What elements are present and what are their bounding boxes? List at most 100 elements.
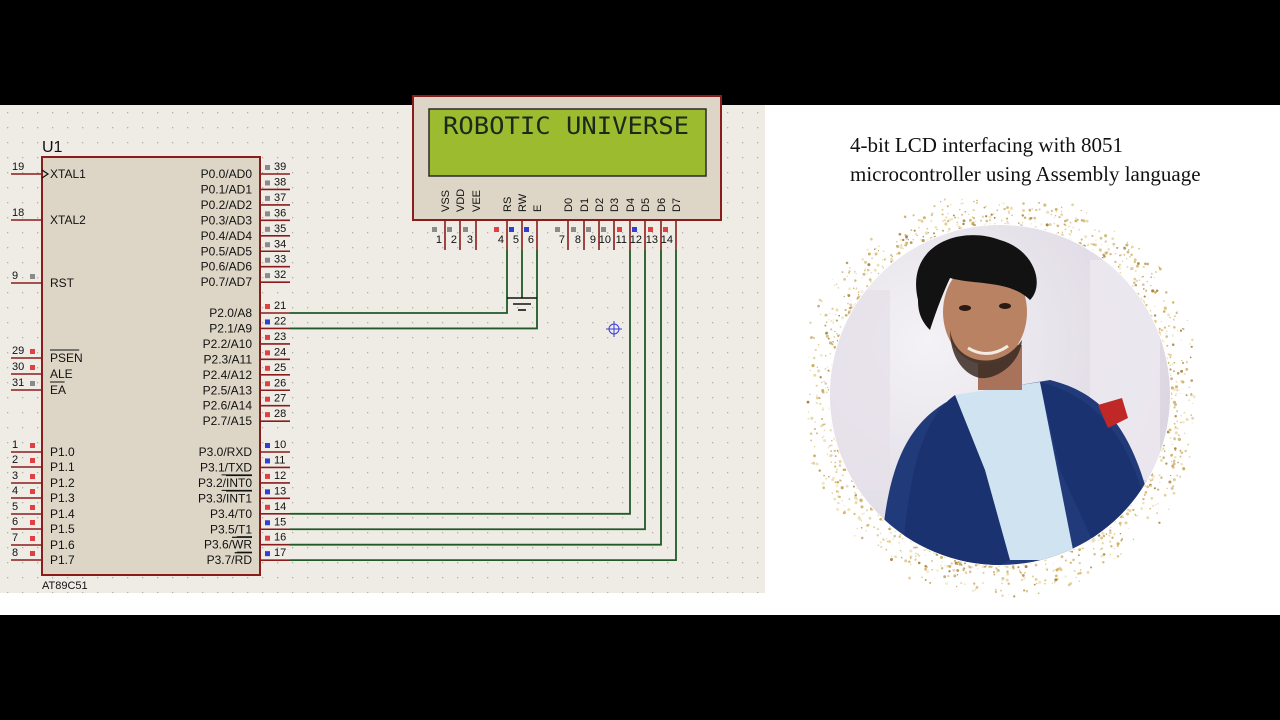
lcd-pin-d0[interactable]: D07	[555, 198, 575, 250]
wire-p14-to-lcd11[interactable]	[290, 250, 631, 515]
pin-state-indicator	[30, 489, 35, 494]
lcd-module[interactable]: ROBOTIC UNIVERSEVSS1VDD2VEE3RS4RW5E6D07D…	[412, 95, 722, 250]
wire-p22-to-lcd6[interactable]	[290, 250, 538, 330]
pin-state-indicator	[30, 381, 35, 386]
mcu-pin-label: P1.1	[50, 460, 75, 474]
lcd-pin-d2[interactable]: D29	[586, 198, 606, 250]
lcd-pin-label: D7	[671, 198, 683, 212]
mcu-pin-label: P0.1/AD1	[201, 182, 253, 196]
mcu-pin-number: 6	[12, 516, 18, 528]
pin-state-indicator	[509, 227, 514, 232]
mcu-pin-number: 12	[274, 470, 286, 482]
mcu-pin-label-active-low: WR	[232, 538, 252, 552]
mcu-pin-label: XTAL1	[50, 167, 86, 181]
lcd-pin-number: 1	[436, 234, 442, 246]
pin-state-indicator	[648, 227, 653, 232]
pin-state-indicator	[30, 551, 35, 556]
wire-p16-to-lcd13[interactable]	[290, 250, 662, 546]
pin-state-indicator	[265, 551, 270, 557]
pin-state-indicator	[586, 227, 591, 232]
caption-line-2: microcontroller using Assembly language	[850, 162, 1201, 186]
lcd-pin-label: VDD	[455, 189, 467, 212]
pocket-square	[1098, 398, 1128, 428]
mcu-pin-number: 28	[274, 408, 286, 420]
lcd-pin-rs[interactable]: RS4	[494, 197, 514, 250]
lcd-pin-d7[interactable]: D7 14	[661, 198, 683, 250]
lcd-pin-number: 14	[661, 234, 673, 246]
wire-p21-to-lcd4[interactable]	[290, 250, 508, 314]
lcd-pin-number: 8	[575, 234, 581, 246]
lcd-pin-number: 13	[646, 234, 658, 246]
lcd-pin-e[interactable]: E6	[524, 205, 544, 250]
pin-state-indicator	[447, 227, 452, 232]
pin-state-indicator	[265, 473, 270, 479]
top-letterbox	[0, 0, 1280, 105]
pin-state-indicator	[265, 304, 270, 309]
mcu-pin-number: 16	[274, 532, 286, 544]
lcd-pin-d1[interactable]: D18	[571, 198, 591, 250]
wire-p15-to-lcd12[interactable]	[290, 250, 646, 531]
mcu-reference: U1	[42, 139, 63, 156]
mcu-pin-number: 37	[274, 192, 286, 204]
wire-p17-to-lcd14[interactable]	[290, 250, 677, 562]
pin-state-indicator	[265, 535, 270, 541]
pin-state-indicator	[265, 412, 270, 418]
pin-state-indicator	[30, 505, 35, 510]
lcd-pin-number: 3	[467, 234, 473, 246]
mcu-pin-label: XTAL2	[50, 213, 86, 227]
lcd-pin-label: D4	[625, 198, 637, 212]
pin-state-indicator	[30, 520, 35, 525]
presenter-portrait	[806, 198, 1196, 598]
pin-state-indicator	[30, 365, 35, 370]
lcd-pin-rw[interactable]: RW5	[509, 193, 529, 250]
pin-state-indicator	[265, 458, 270, 464]
pin-state-indicator	[265, 381, 270, 387]
